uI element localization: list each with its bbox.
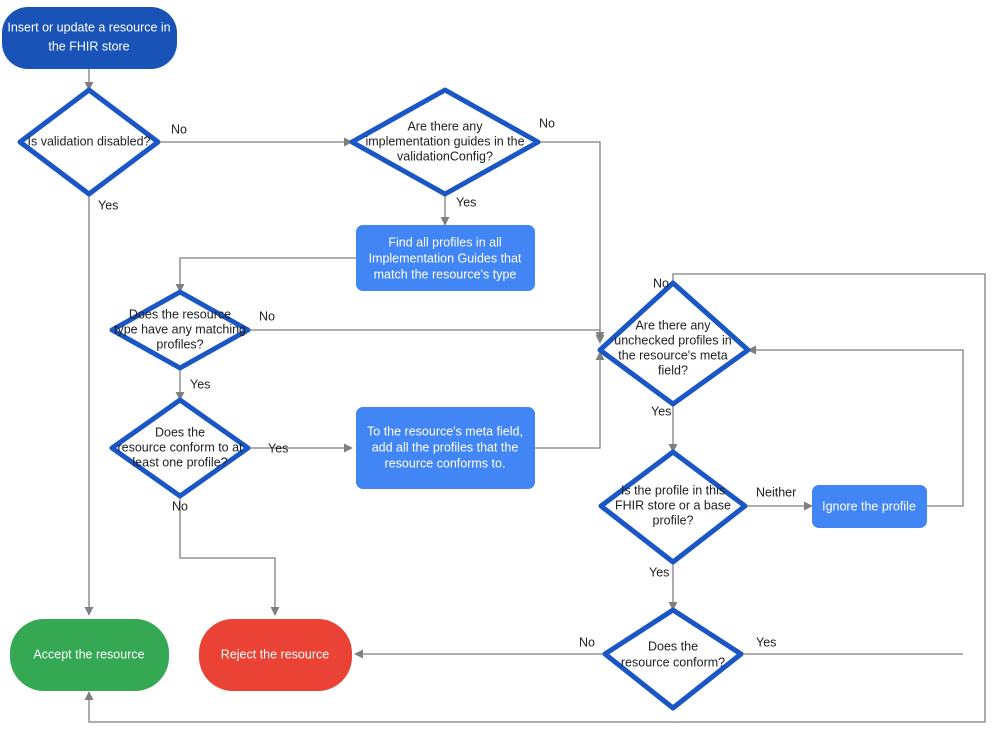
node-implementation-guides-line-3: validationConfig? — [397, 149, 493, 163]
node-find-profiles-line-2: Implementation Guides that — [369, 251, 522, 265]
node-implementation-guides[interactable]: Are there any implementation guides in t… — [349, 87, 541, 197]
node-matching-profiles-line-2: type have any matching — [114, 322, 246, 336]
node-matching-profiles-line-1: Does the resource — [129, 307, 231, 321]
node-conform-one-profile[interactable]: Does the resource conform to at least on… — [109, 397, 251, 499]
node-unchecked-profiles[interactable]: Are there any unchecked profiles in the … — [597, 280, 751, 407]
edge-labels-layer: No Yes No Yes No Yes Yes No No Yes Neith… — [98, 116, 796, 649]
edge-label-unchecked-no: No — [653, 276, 669, 290]
node-implementation-guides-line-1: Are there any — [407, 119, 483, 133]
edge-add-meta-to-unchecked — [535, 351, 605, 449]
node-is-validation-disabled[interactable]: Is validation disabled? — [17, 87, 161, 197]
node-resource-conform[interactable]: Does the resource conform? — [602, 607, 744, 711]
edge-label-validation-yes: Yes — [98, 198, 118, 212]
node-add-profiles-meta[interactable]: To the resource's meta field, add all th… — [356, 407, 535, 489]
node-find-profiles-line-3: match the resource's type — [374, 267, 517, 281]
edge-unchecked-no-to-accept — [84, 273, 986, 723]
edge-conform-one-no-to-reject — [179, 496, 280, 616]
edge-ig-no-to-unchecked — [538, 141, 605, 341]
node-add-profiles-meta-line-3: resource conforms to. — [385, 456, 506, 470]
node-ignore-profile-line-1: Ignore the profile — [822, 499, 916, 513]
edge-label-unchecked-yes: Yes — [651, 404, 671, 418]
node-find-profiles[interactable]: Find all profiles in all Implementation … — [356, 225, 535, 291]
edge-label-ig-yes: Yes — [456, 195, 476, 209]
node-unchecked-profiles-line-4: field? — [658, 363, 688, 377]
edge-label-profile-store-neither: Neither — [756, 485, 796, 499]
node-profile-in-store-line-1: Is the profile in this — [621, 483, 725, 497]
node-resource-conform-line-2: resource conform? — [621, 655, 725, 669]
node-unchecked-profiles-line-1: Are there any — [635, 318, 711, 332]
edge-label-validation-no: No — [171, 122, 187, 136]
node-conform-one-profile-line-2: resource conform to at — [117, 440, 243, 454]
edge-label-resource-conform-yes: Yes — [756, 635, 776, 649]
node-unchecked-profiles-line-3: the resource's meta — [618, 348, 727, 362]
node-ignore-profile[interactable]: Ignore the profile — [812, 485, 927, 528]
node-conform-one-profile-line-1: Does the — [155, 425, 205, 439]
edge-find-profiles-to-matching — [175, 257, 356, 293]
node-profile-in-store[interactable]: Is the profile in this FHIR store or a b… — [598, 449, 748, 565]
node-reject-the-resource[interactable]: Reject the resource — [199, 619, 352, 691]
node-profile-in-store-line-2: FHIR store or a base — [615, 498, 731, 512]
node-matching-profiles-line-3: profiles? — [156, 337, 203, 351]
edge-label-matching-no: No — [259, 309, 275, 323]
node-add-profiles-meta-line-2: add all the profiles that the — [372, 440, 519, 454]
node-implementation-guides-line-2: implementation guides in the — [365, 134, 524, 148]
edge-label-resource-conform-no: No — [579, 635, 595, 649]
edge-label-profile-store-yes: Yes — [649, 565, 669, 579]
node-accept-the-resource[interactable]: Accept the resource — [10, 619, 169, 691]
edges-layer — [84, 69, 986, 723]
edge-label-conform-one-no: No — [172, 499, 188, 513]
edge-ignore-to-unchecked — [747, 345, 964, 507]
node-unchecked-profiles-line-2: unchecked profiles in — [614, 333, 731, 347]
node-is-validation-disabled-line-1: Is validation disabled? — [28, 134, 151, 148]
node-profile-in-store-line-3: profile? — [653, 513, 694, 527]
edge-matching-no-to-unchecked — [248, 329, 605, 344]
node-resource-conform-line-1: Does the — [648, 639, 698, 653]
node-find-profiles-line-1: Find all profiles in all — [388, 235, 501, 249]
node-reject-the-resource-label: Reject the resource — [221, 647, 329, 661]
node-conform-one-profile-line-3: least one profile? — [132, 455, 227, 469]
node-start-line-2: the FHIR store — [48, 39, 129, 53]
edge-label-matching-yes: Yes — [190, 377, 210, 391]
node-matching-profiles[interactable]: Does the resource type have any matching… — [109, 289, 251, 371]
node-start-line-1: Insert or update a resource in — [7, 20, 170, 34]
edge-label-ig-no: No — [539, 116, 555, 130]
edge-label-conform-one-yes: Yes — [268, 441, 288, 455]
node-start[interactable]: Insert or update a resource in the FHIR … — [2, 7, 177, 69]
node-add-profiles-meta-line-1: To the resource's meta field, — [367, 424, 523, 438]
node-accept-the-resource-label: Accept the resource — [33, 647, 144, 661]
